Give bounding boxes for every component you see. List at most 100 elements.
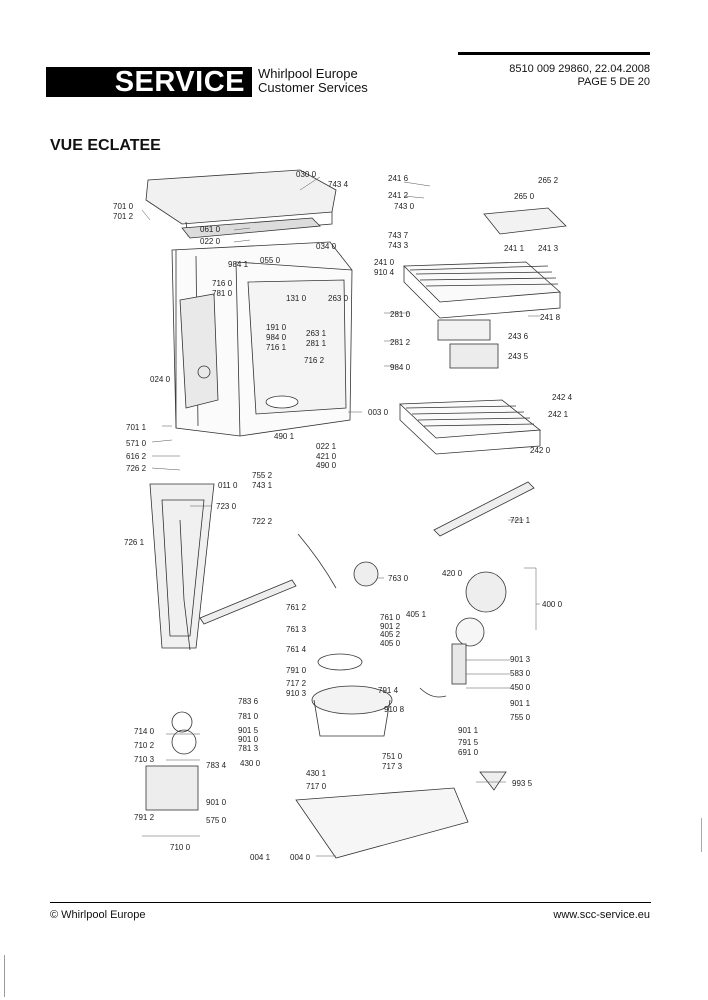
callout: 420 0	[442, 569, 463, 578]
service-logo: SERVICE	[46, 67, 252, 97]
company-line-1: Whirlpool Europe	[258, 66, 358, 81]
callout: 241 0	[374, 258, 395, 267]
callout: 755 2	[252, 471, 273, 480]
callout: 004 1	[250, 853, 271, 862]
callout: 710 3	[134, 755, 155, 764]
callout: 034 0	[316, 242, 337, 251]
callout: 910 4	[374, 268, 395, 277]
callout: 243 5	[508, 352, 529, 361]
callout: 743 3	[388, 241, 409, 250]
callout: 901 0	[238, 735, 259, 744]
callout: 717 0	[306, 782, 327, 791]
callout: 743 7	[388, 231, 409, 240]
callout: 791 5	[458, 738, 479, 747]
callout: 241 3	[538, 244, 559, 253]
callout: 241 1	[504, 244, 525, 253]
callout: 281 1	[306, 339, 327, 348]
callout: 993 5	[512, 779, 533, 788]
callout: 701 2	[113, 212, 134, 221]
callout: 901 0	[206, 798, 227, 807]
callout: 984 0	[266, 333, 287, 342]
callout: 490 1	[274, 432, 295, 441]
callout: 265 0	[514, 192, 535, 201]
callout: 030 0	[296, 170, 317, 179]
callout: 761 2	[286, 603, 307, 612]
callout: 723 0	[216, 502, 237, 511]
callout: 131 0	[286, 294, 307, 303]
callout: 490 0	[316, 461, 337, 470]
callout: 575 0	[206, 816, 227, 825]
callout: 061 0	[200, 225, 221, 234]
callout: 763 0	[388, 574, 409, 583]
callout: 783 6	[238, 697, 259, 706]
callout: 400 0	[542, 600, 563, 609]
callout: 717 2	[286, 679, 307, 688]
callout: 242 4	[552, 393, 573, 402]
company-line-2: Customer Services	[258, 80, 368, 95]
service-label: SERVICE	[114, 66, 245, 98]
page-title: VUE ECLATEE	[50, 137, 161, 154]
callout: 910 8	[384, 705, 405, 714]
callout: 281 2	[390, 338, 411, 347]
callout: 761 0	[380, 613, 401, 622]
callout: 024 0	[150, 375, 171, 384]
callout: 191 0	[266, 323, 287, 332]
callout: 242 1	[548, 410, 569, 419]
callout: 743 1	[252, 481, 273, 490]
callout: 405 2	[380, 630, 401, 639]
callout: 022 1	[316, 442, 337, 451]
page-number: PAGE 5 DE 20	[577, 76, 650, 88]
callout: 984 1	[228, 260, 249, 269]
callout: 721 1	[510, 516, 531, 525]
callout: 751 0	[382, 752, 403, 761]
callout: 726 2	[126, 464, 147, 473]
callout: 781 0	[212, 289, 233, 298]
callout: 004 0	[290, 853, 311, 862]
header-rule	[458, 52, 650, 55]
callout: 722 2	[252, 517, 273, 526]
callout: 430 0	[240, 759, 261, 768]
callout: 901 2	[380, 622, 401, 631]
callout: 241 6	[388, 174, 409, 183]
callout: 243 6	[508, 332, 529, 341]
doc-ref-number: 8510 009 29860, 22.04.2008	[509, 63, 650, 75]
callout: 710 0	[170, 843, 191, 852]
callout: 263 1	[306, 329, 327, 338]
callout: 701 1	[126, 423, 147, 432]
callout: 781 3	[238, 744, 259, 753]
callout: 901 5	[238, 726, 259, 735]
callout: 984 0	[390, 363, 411, 372]
footer-website: www.scc-service.eu	[553, 909, 650, 921]
callout: 743 0	[394, 202, 415, 211]
company-name: Whirlpool Europe Customer Services	[258, 67, 368, 95]
scan-edge-mark-right	[701, 818, 702, 852]
footer-copyright: © Whirlpool Europe	[50, 909, 146, 921]
callout: 716 0	[212, 279, 233, 288]
callout: 281 0	[390, 310, 411, 319]
part-callouts: 030 0 743 4 241 6 265 2 241 2 743 0 265 …	[113, 170, 573, 862]
callout: 571 0	[126, 439, 147, 448]
callout: 791 4	[378, 686, 399, 695]
callout: 011 0	[218, 481, 238, 490]
callout: 691 0	[458, 748, 479, 757]
callout: 716 2	[304, 356, 325, 365]
callout: 430 1	[306, 769, 327, 778]
scan-edge-mark	[4, 955, 5, 997]
callout: 726 1	[124, 538, 145, 547]
callout: 901 1	[510, 699, 531, 708]
callout: 781 0	[238, 712, 259, 721]
callout: 263 0	[328, 294, 349, 303]
callout: 405 1	[406, 610, 427, 619]
callout: 421 0	[316, 452, 337, 461]
callout: 901 1	[458, 726, 479, 735]
callout: 701 0	[113, 202, 134, 211]
callout: 022 0	[200, 237, 221, 246]
callout: 583 0	[510, 669, 531, 678]
callout: 716 1	[266, 343, 287, 352]
callout: 241 2	[388, 191, 409, 200]
callout: 055 0	[260, 256, 281, 265]
callout: 616 2	[126, 452, 147, 461]
callout: 755 0	[510, 713, 531, 722]
callout: 717 3	[382, 762, 403, 771]
callout: 743 4	[328, 180, 349, 189]
